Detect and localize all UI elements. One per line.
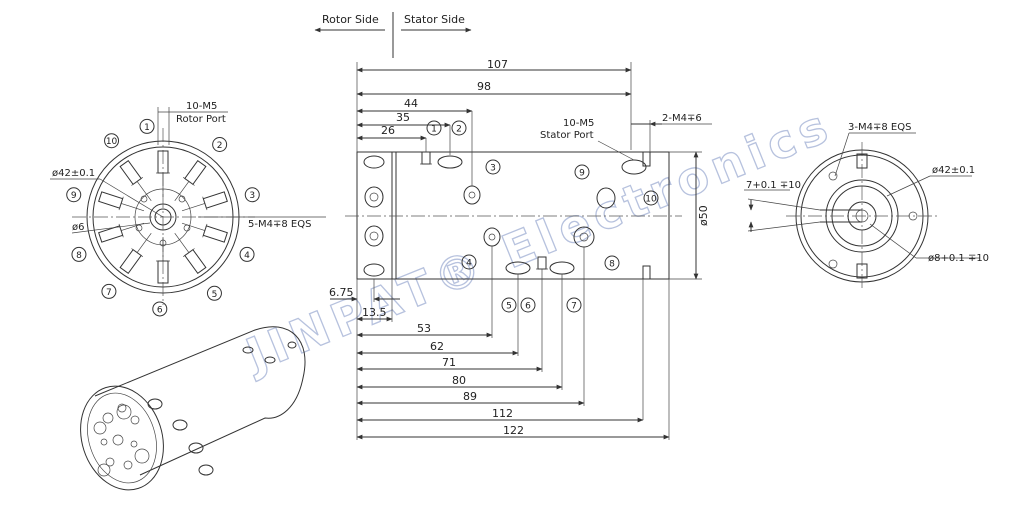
dim-62: 62 <box>430 340 444 353</box>
rotor-port-badge: 3 <box>244 187 260 203</box>
side-view: 107 98 44 35 26 2-M4∓6 10-M5 Stator Port… <box>329 58 712 440</box>
dim-122: 122 <box>503 424 524 437</box>
rotor-port <box>174 159 207 202</box>
rotor-port-badge: 6 <box>152 301 168 317</box>
rotor-port-badge: 5 <box>206 285 222 301</box>
badge-number: 7 <box>571 302 577 312</box>
right-end-view: 3-M4∓8 EQS ø42±0.1 7+0.1 ∓10 ø8+0.1 ∓10 <box>744 122 989 290</box>
bottom-dimensions: 6.75 13.5 53 62 71 80 89 112 122 <box>329 246 670 440</box>
badge-number: 6 <box>525 302 531 312</box>
stator-hole-note: 3-M4∓8 EQS <box>848 122 911 133</box>
rotor-port <box>119 232 152 275</box>
side-port-badge: 4 <box>461 254 477 270</box>
rotor-port <box>98 222 145 243</box>
badge-number: 8 <box>76 251 82 261</box>
badge-number: 3 <box>249 191 255 201</box>
rotor-port-badge: 2 <box>212 137 228 153</box>
dim-2-m4: 2-M4∓6 <box>662 113 702 124</box>
rotor-port <box>174 232 207 275</box>
dim-98: 98 <box>477 80 491 93</box>
stator-side-label: Stator Side <box>404 13 465 26</box>
side-port-badges: 1 2 3 4 5 6 7 8 9 10 <box>426 120 659 313</box>
rotor-port <box>156 237 170 284</box>
rotor-port-name: Rotor Port <box>176 114 226 125</box>
rotor-port <box>181 222 228 243</box>
badge-number: 1 <box>144 123 150 133</box>
dim-35: 35 <box>396 111 410 124</box>
badge-number: 6 <box>157 305 163 315</box>
badge-number: 5 <box>506 302 512 312</box>
dim-26: 26 <box>381 124 395 137</box>
side-port-badge: 5 <box>501 297 517 313</box>
dim-44: 44 <box>404 97 418 110</box>
badge-number: 9 <box>71 191 77 201</box>
rotor-side-label: Rotor Side <box>322 13 379 26</box>
rotor-hole-note: 5-M4∓8 EQS <box>248 219 311 230</box>
stator-dia-outer: ø42±0.1 <box>932 165 975 176</box>
rotor-port-badge: 4 <box>239 246 255 262</box>
badge-number: 10 <box>106 137 118 147</box>
badge-number: 4 <box>466 259 472 269</box>
badge-number: 10 <box>645 195 657 205</box>
rotor-port-badge: 7 <box>101 283 117 299</box>
rotor-port-badge: 1 <box>139 118 155 134</box>
rotor-port-qty: 10-M5 <box>186 101 217 112</box>
rotor-port <box>98 191 145 212</box>
badge-number: 1 <box>431 125 437 135</box>
badge-number: 5 <box>212 290 218 300</box>
rotor-port <box>156 150 170 197</box>
rotor-dia-inner: ø6 <box>72 222 84 233</box>
rotor-port-group <box>98 150 228 284</box>
side-port-badge: 3 <box>485 159 501 175</box>
rotor-port-badges: 1 2 3 4 5 6 7 8 9 10 <box>66 118 260 317</box>
stator-port-name: Stator Port <box>540 130 594 141</box>
badge-number: 2 <box>217 141 223 151</box>
dim-6-75: 6.75 <box>329 286 354 299</box>
side-header: Rotor Side Stator Side <box>314 12 472 58</box>
dim-89: 89 <box>463 390 477 403</box>
watermark-text: JINPAT® Electronics <box>236 97 840 383</box>
stator-bore-dim: ø8+0.1 ∓10 <box>928 253 989 264</box>
badge-number: 7 <box>106 288 112 298</box>
side-port-badge: 10 <box>643 190 659 206</box>
badge-number: 8 <box>609 260 615 270</box>
side-port-badge: 2 <box>451 120 467 136</box>
dim-80: 80 <box>452 374 466 387</box>
isometric-view <box>80 326 306 491</box>
stator-port-qty: 10-M5 <box>563 118 594 129</box>
side-port-badge: 8 <box>604 255 620 271</box>
badge-number: 3 <box>490 164 496 174</box>
dim-53: 53 <box>417 322 431 335</box>
dim-13-5: 13.5 <box>362 306 387 319</box>
side-port-badge: 9 <box>574 164 590 180</box>
dim-112: 112 <box>492 407 513 420</box>
dim-height: ø50 <box>697 205 710 226</box>
side-port-badge: 6 <box>520 297 536 313</box>
rotor-port-badge: 9 <box>66 187 82 203</box>
badge-number: 2 <box>456 125 462 135</box>
rotor-dia-outer: ø42±0.1 <box>52 168 95 179</box>
side-port-badge: 1 <box>426 120 442 136</box>
badge-number: 9 <box>579 169 585 179</box>
rotor-port-badge: 8 <box>71 246 87 262</box>
stator-key-dim: 7+0.1 ∓10 <box>746 180 801 191</box>
badge-number: 4 <box>244 251 250 261</box>
rotor-port <box>119 159 152 202</box>
rotor-port <box>181 191 228 212</box>
dim-71: 71 <box>442 356 456 369</box>
top-dimensions: 107 98 44 35 26 2-M4∓6 <box>356 58 712 186</box>
dim-107: 107 <box>487 58 508 71</box>
side-port-badge: 7 <box>566 297 582 313</box>
rotor-port-badge: 10 <box>104 133 120 149</box>
